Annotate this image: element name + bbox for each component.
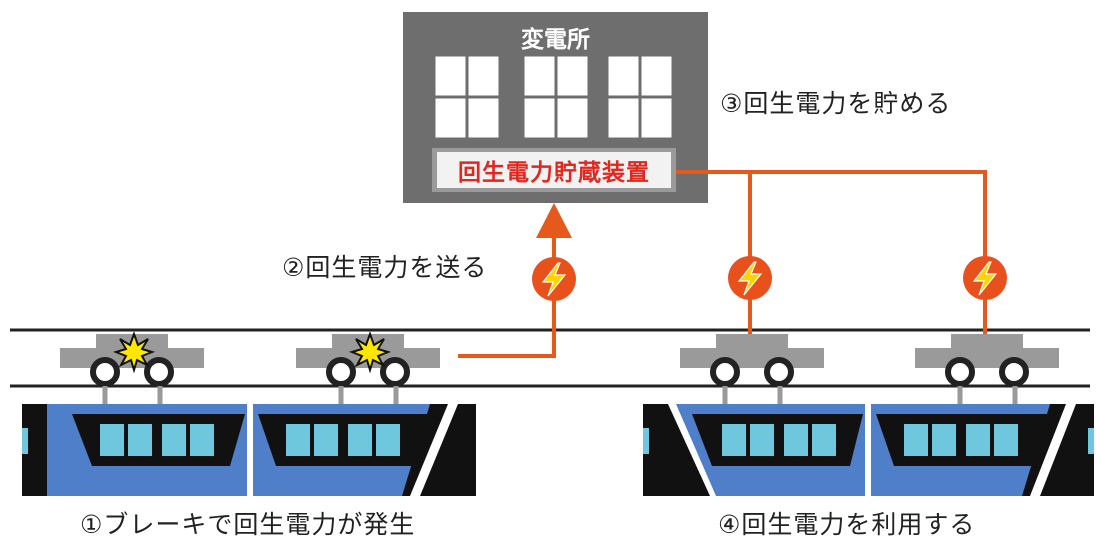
substation-title: 変電所 (521, 27, 590, 53)
arrow-supply-line (676, 170, 987, 338)
bogie-powered-1 (680, 334, 824, 384)
storage-device-box (437, 152, 671, 188)
step1-caption: ①ブレーキで回生電力が発生 (80, 510, 416, 539)
bolt-icon (727, 255, 773, 301)
train-right (643, 404, 1094, 496)
train-left (22, 404, 476, 496)
step2-caption: ②回生電力を送る (282, 253, 488, 282)
spark-icon (115, 333, 153, 371)
step4-caption: ④回生電力を利用する (718, 510, 976, 539)
storage-device-label: 回生電力貯蔵装置 (458, 160, 650, 186)
bolt-icon (962, 255, 1008, 301)
bogie-powered-2 (915, 334, 1059, 384)
step3-caption: ③回生電力を貯める (720, 89, 952, 118)
substation-windows (432, 53, 675, 141)
arrow-send-head (536, 203, 572, 238)
car-connectors (102, 386, 1018, 404)
spark-icon (351, 333, 389, 371)
bolt-icon (531, 256, 577, 302)
